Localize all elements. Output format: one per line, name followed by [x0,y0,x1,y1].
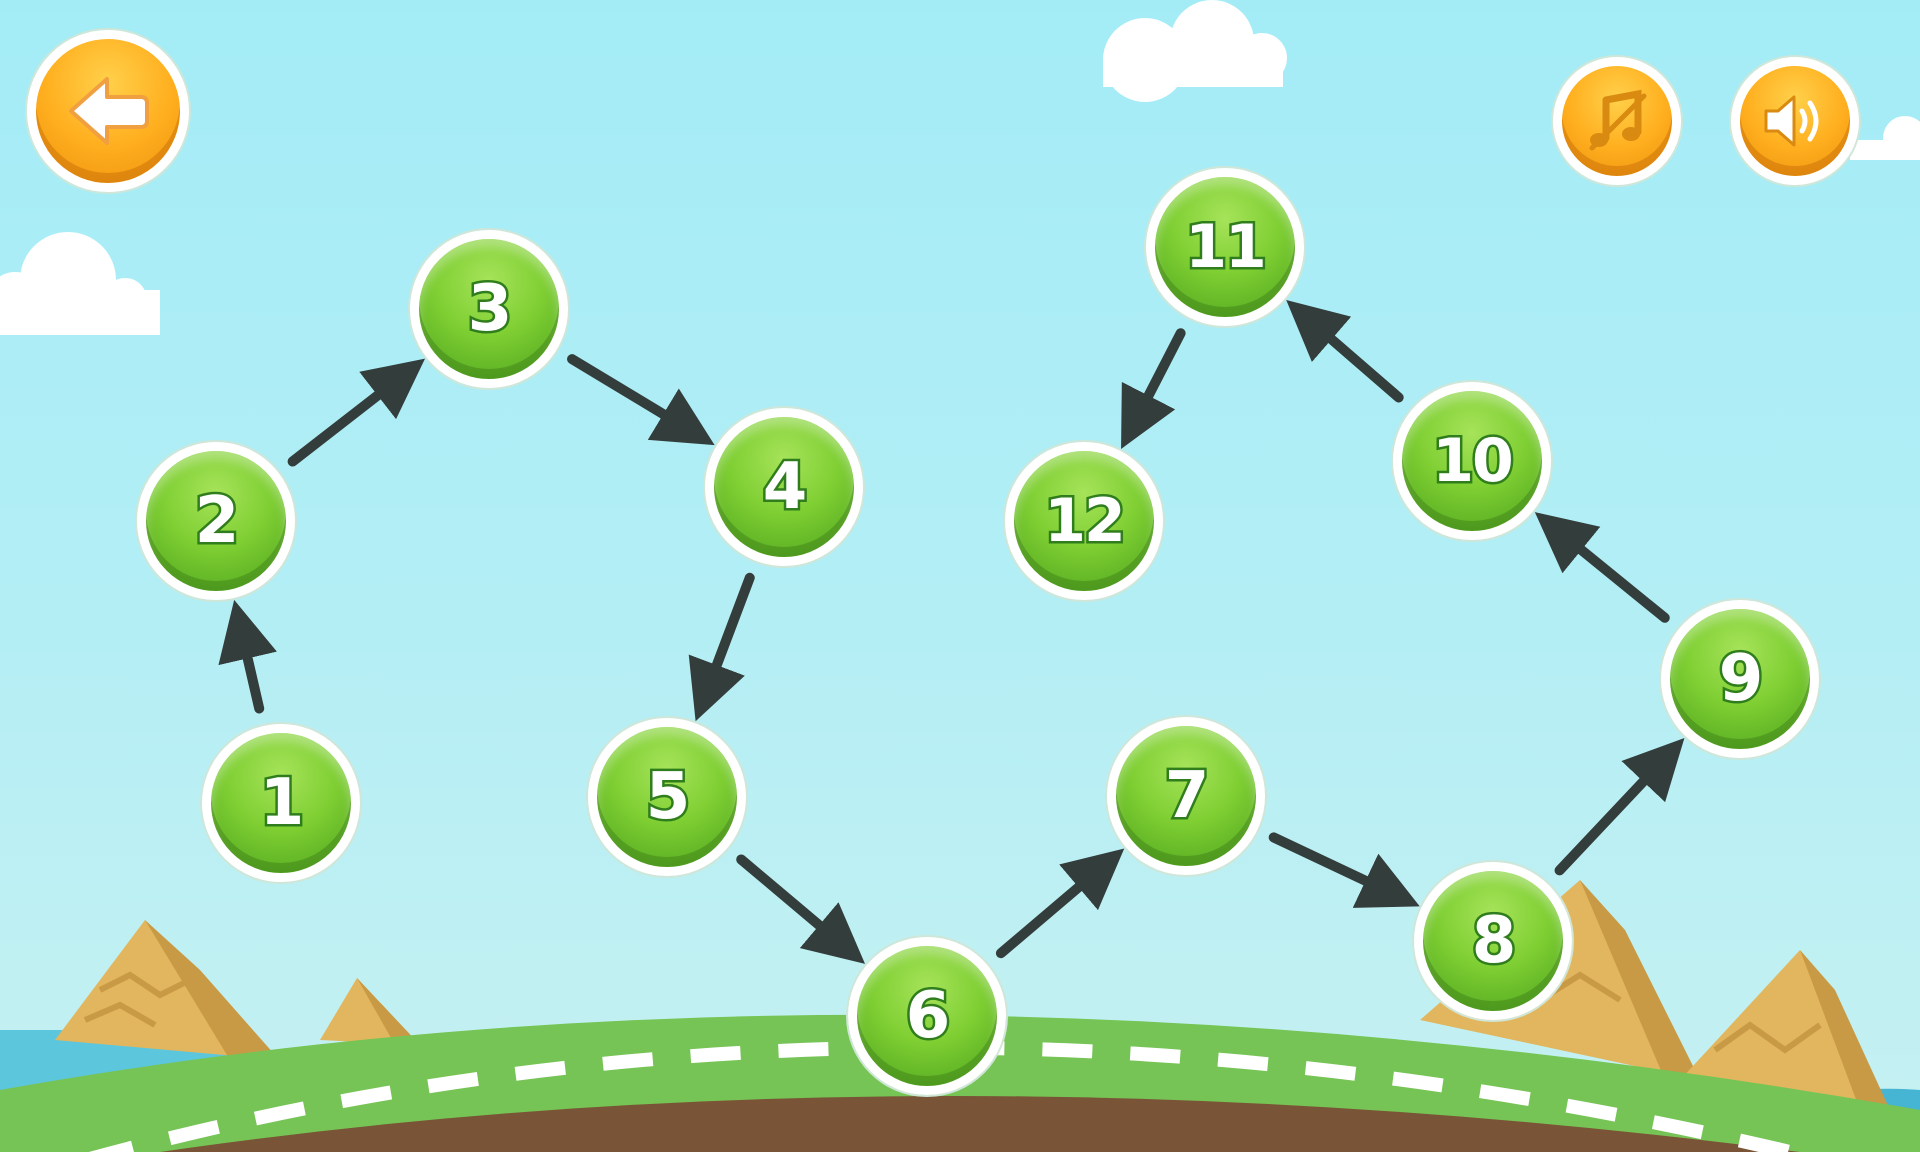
level-button-11[interactable]: 11 [1146,168,1304,326]
cloud-right [1850,116,1920,160]
level-button-9[interactable]: 9 [1661,600,1819,758]
level-button-4[interactable]: 4 [705,408,863,566]
path-arrow-5-6 [736,854,866,964]
level-path-arrows [218,300,1685,964]
level-number: 7 [1162,759,1211,833]
dirt-road [160,1096,1800,1152]
level-button-2[interactable]: 2 [137,442,295,600]
mountain-left [55,920,420,1060]
level-button-12[interactable]: 12 [1005,442,1163,600]
path-arrow-3-4 [567,354,715,446]
path-arrow-4-5 [688,572,755,722]
road-dashes [89,1040,1820,1152]
level-number: 4 [760,450,809,524]
level-number: 6 [903,979,952,1053]
level-button-5[interactable]: 5 [588,718,746,876]
path-arrow-2-3 [287,358,426,467]
path-arrow-1-2 [218,599,277,714]
level-number: 10 [1430,426,1516,496]
level-button-7[interactable]: 7 [1107,717,1265,875]
music-note-icon [1589,89,1647,151]
back-button[interactable] [27,30,189,192]
music-toggle-button[interactable] [1553,57,1681,185]
level-number: 2 [192,484,241,558]
level-number: 9 [1716,642,1765,716]
path-arrow-9-10 [1534,512,1670,623]
level-number: 11 [1183,212,1269,282]
level-number: 1 [257,766,306,840]
path-arrow-10-11 [1286,300,1404,403]
mountain-right [1680,950,1890,1110]
level-button-1[interactable]: 1 [202,724,360,882]
level-number: 8 [1469,904,1518,978]
level-button-8[interactable]: 8 [1414,862,1572,1020]
cloud-top [1103,0,1287,102]
arrow-left-icon [69,77,149,145]
level-number: 3 [465,272,514,346]
level-number: 12 [1042,486,1128,556]
level-button-6[interactable]: 6 [848,937,1006,1095]
level-number: 5 [643,760,692,834]
path-arrow-11-12 [1121,328,1186,449]
level-button-3[interactable]: 3 [410,230,568,388]
path-arrow-8-9 [1554,737,1685,876]
speaker-icon [1764,95,1819,147]
path-arrow-6-7 [995,848,1125,959]
cloud-left [0,232,160,335]
level-button-10[interactable]: 10 [1393,382,1551,540]
path-arrow-7-8 [1268,832,1420,908]
sound-toggle-button[interactable] [1731,57,1859,185]
